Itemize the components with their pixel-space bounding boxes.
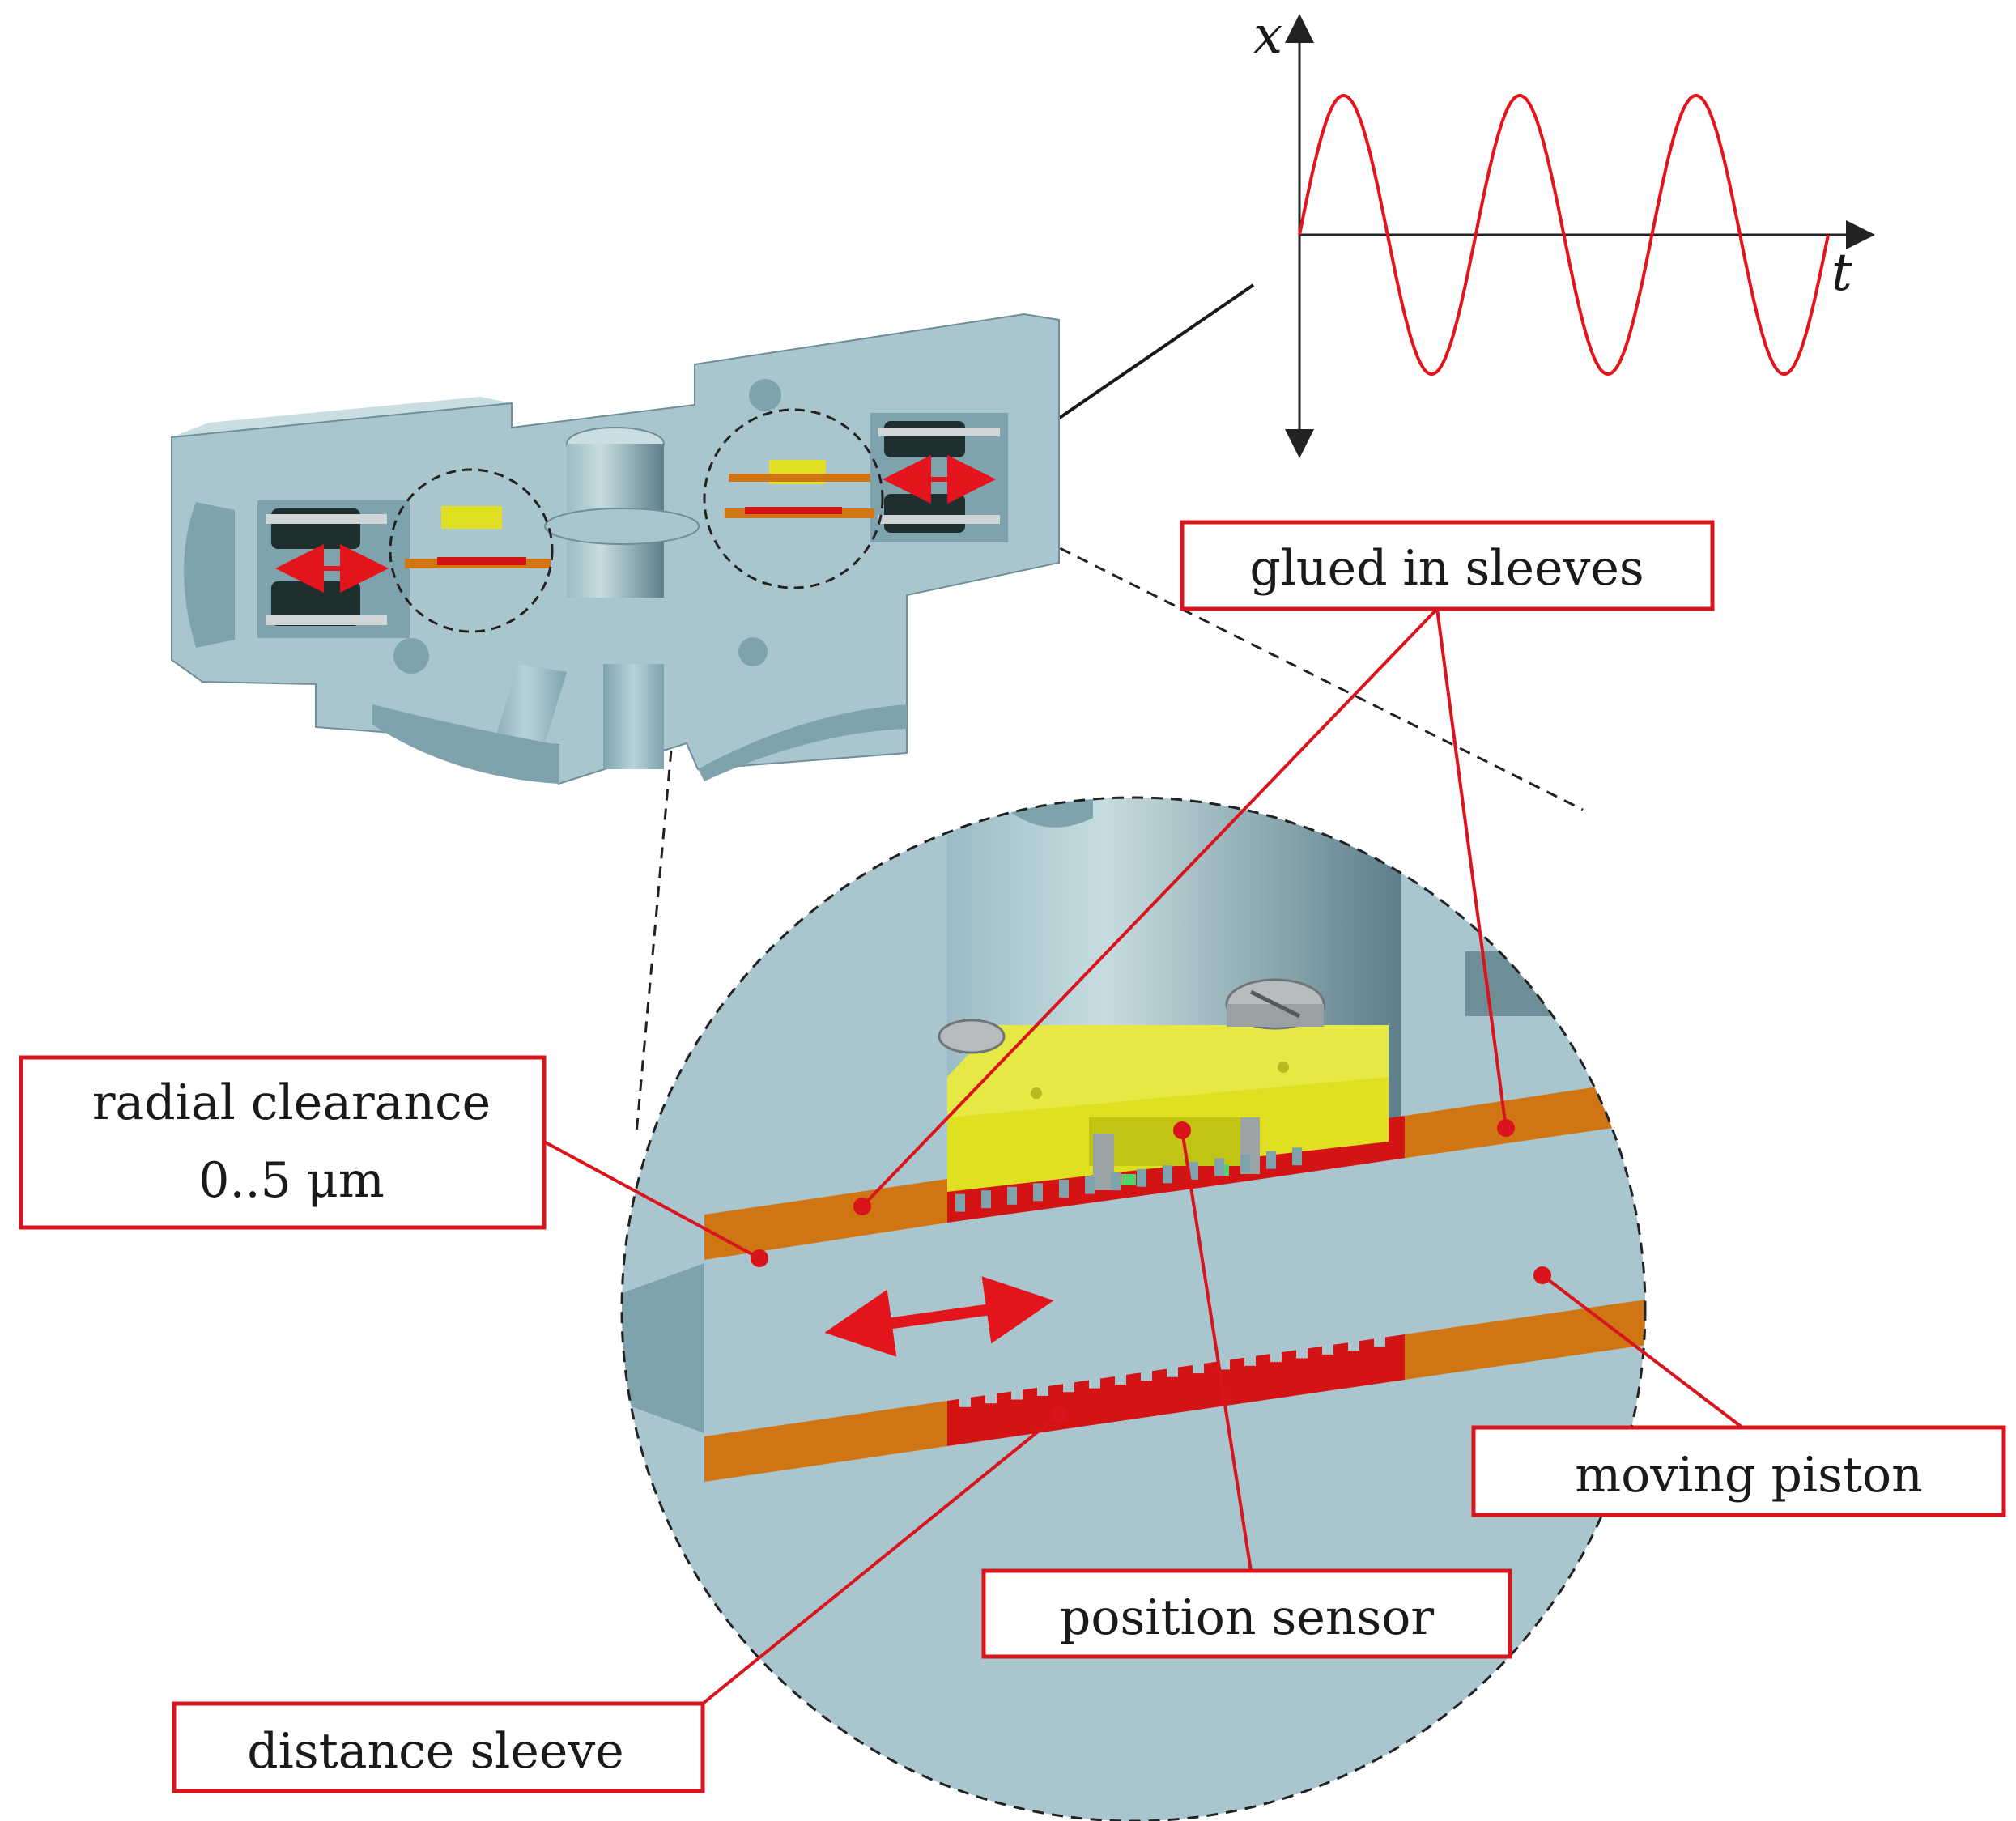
sensor-tooth <box>1007 1186 1017 1205</box>
sensor-tooth <box>1085 1176 1095 1194</box>
callout-leaders <box>543 607 1744 1705</box>
housing-left-recess <box>184 502 235 648</box>
label-radial-clearance-line2: 0..5 μm <box>198 1152 384 1209</box>
sleeve-tooth <box>1167 1362 1178 1377</box>
sleeve-tooth <box>1115 1369 1126 1385</box>
detail-lower-teeth <box>959 1332 1385 1407</box>
detail-sensor-gap <box>1089 1117 1251 1166</box>
vertical-bore <box>603 664 664 769</box>
sensor-tooth <box>1214 1158 1224 1176</box>
detail-sensor-green-left <box>1121 1174 1136 1185</box>
detail-upper-teeth <box>955 1147 1302 1212</box>
chart-ylabel: x <box>1253 6 1282 66</box>
detail-upper-sleeve-right <box>1405 1079 1645 1159</box>
port-hole-right <box>738 637 768 666</box>
detail-lower-sleeve-right <box>1405 1299 1645 1380</box>
sleeve-tooth <box>1089 1373 1100 1389</box>
port-hole-left <box>393 638 429 674</box>
sensor-tooth <box>1240 1155 1250 1173</box>
detail-upper-sleeve-left <box>704 1179 947 1260</box>
callout-position-sensor: position sensor <box>981 1568 1512 1659</box>
left-distance-strip <box>437 557 526 565</box>
sensor-tooth <box>1292 1147 1302 1166</box>
detail-motion-arrow <box>824 1276 1054 1357</box>
sensor-tooth <box>1266 1151 1276 1169</box>
sensor-tooth <box>1033 1183 1043 1202</box>
detail-moving-piston <box>704 1122 1645 1436</box>
sensor-tooth <box>955 1193 965 1212</box>
sleeve-tooth <box>1374 1332 1385 1347</box>
detail-circle-right <box>703 408 884 589</box>
detail-screw-slot <box>1249 989 1301 1019</box>
sleeve-tooth <box>1322 1339 1333 1355</box>
callout-distance-sleeve: distance sleeve <box>172 1701 705 1793</box>
detail-circle-left <box>389 468 554 633</box>
label-moving-piston: moving piston <box>1575 1447 1923 1504</box>
sleeve-tooth <box>1193 1359 1204 1374</box>
detail-lower-sleeve-left <box>704 1401 947 1482</box>
detail-sensor-top <box>947 1025 1389 1134</box>
sensor-tooth <box>1189 1161 1198 1180</box>
bottom-left-arc <box>372 704 559 784</box>
sensor-tooth <box>1059 1179 1069 1198</box>
sleeve-tooth <box>985 1389 997 1404</box>
sleeve-tooth <box>1011 1385 1023 1400</box>
valve-housing-overview <box>171 313 1060 785</box>
sensor-tooth <box>1111 1172 1121 1191</box>
detail-sensor-hole-1 <box>1031 1087 1042 1099</box>
sensor-tooth <box>1163 1165 1172 1184</box>
sensor-tooth <box>1137 1168 1146 1187</box>
detail-sensor-hole-2 <box>1278 1062 1289 1073</box>
sleeve-tooth <box>959 1392 971 1407</box>
label-position-sensor: position sensor <box>1060 1589 1435 1646</box>
detail-outline <box>620 796 1647 1821</box>
sleeve-tooth <box>1244 1351 1256 1366</box>
label-radial-clearance-line1: radial clearance <box>92 1074 491 1131</box>
sensor-tooth <box>981 1190 991 1209</box>
detail-view <box>620 796 1700 1821</box>
chart-xlabel: t <box>1831 243 1852 303</box>
left-sensor-block <box>441 506 502 529</box>
right-distance-strip <box>745 507 842 514</box>
detail-sensor-pin-left <box>1093 1134 1114 1190</box>
callout-radial-clearance: radial clearance 0..5 μm <box>19 1055 547 1230</box>
label-glued-in-sleeves: glued in sleeves <box>1249 540 1644 597</box>
right-sleeve-top <box>729 474 870 482</box>
callout-moving-piston: moving piston <box>1471 1425 2006 1517</box>
port-hole-top <box>749 379 781 411</box>
detail-bore-shadow <box>947 798 1093 828</box>
sleeve-tooth <box>1348 1336 1359 1351</box>
central-bore-collar <box>544 508 700 545</box>
zoom-line-right <box>1007 521 1584 811</box>
label-distance-sleeve: distance sleeve <box>247 1723 624 1780</box>
sleeve-tooth <box>1219 1355 1230 1370</box>
detail-right-taper <box>1652 1239 1700 1449</box>
detail-screw-left <box>938 1019 1006 1054</box>
sleeve-tooth <box>1063 1377 1074 1393</box>
sleeve-tooth <box>1296 1343 1308 1359</box>
sleeve-tooth <box>1037 1381 1048 1396</box>
sine-wave-series <box>1298 93 1830 377</box>
displacement-time-chart: x t <box>1253 6 1875 458</box>
right-actuator-coils <box>878 421 1000 533</box>
sleeve-tooth <box>1141 1366 1152 1381</box>
detail-left-taper <box>622 1263 704 1433</box>
detail-screw-right-body <box>1227 1004 1324 1027</box>
callout-glued-in-sleeves: glued in sleeves <box>1180 520 1715 611</box>
sleeve-tooth <box>1270 1347 1282 1363</box>
bottom-right-arc <box>698 704 907 781</box>
